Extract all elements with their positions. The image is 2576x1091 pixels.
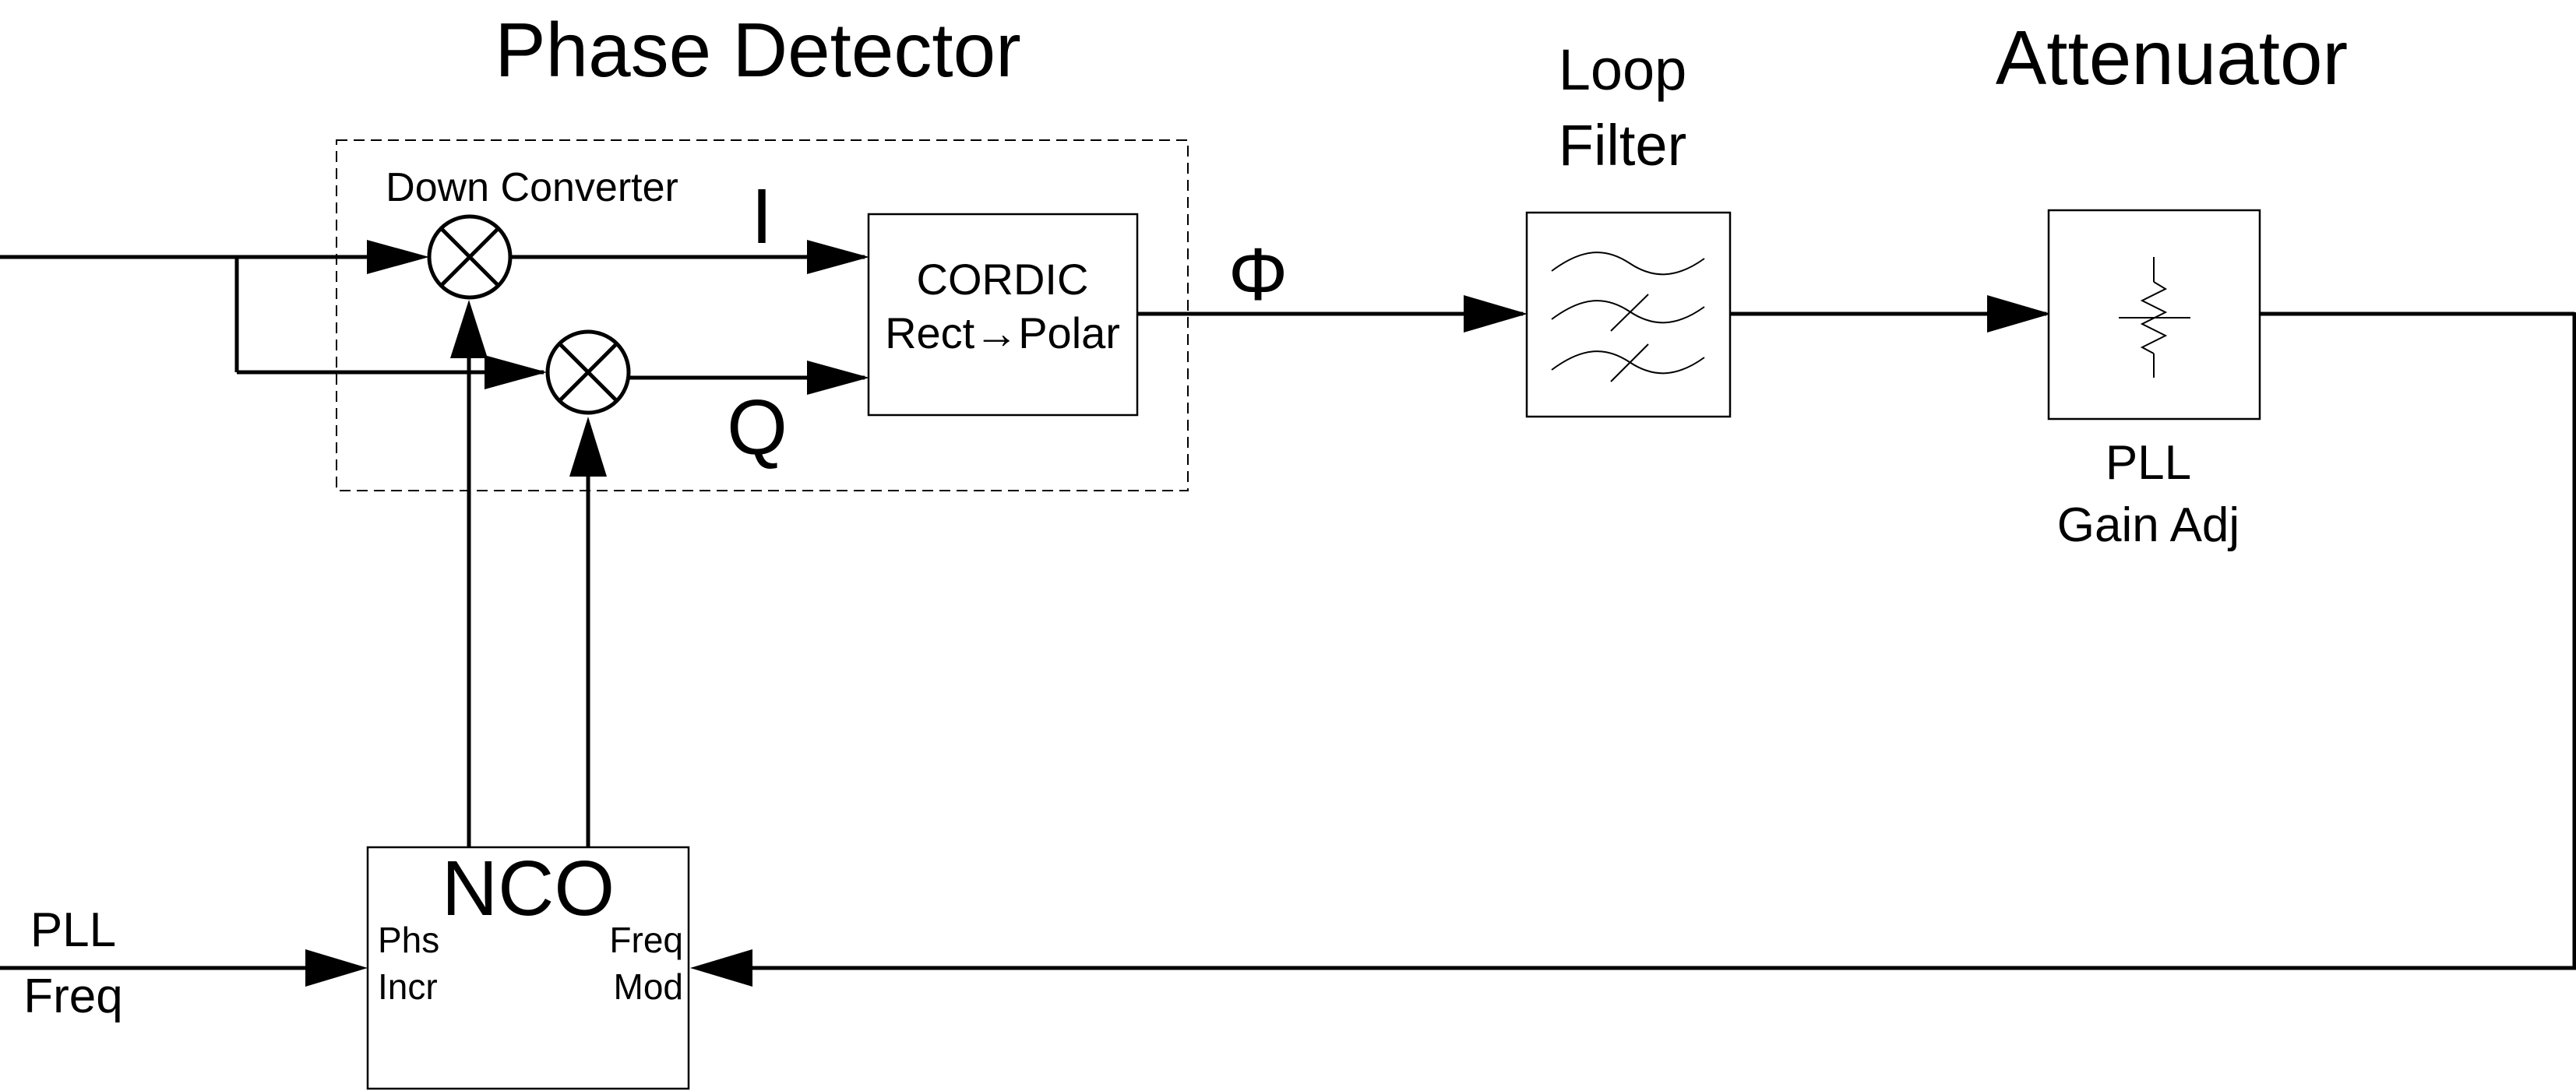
arrow-i-into-cordic xyxy=(807,240,869,274)
pll-freq-label-line2: Freq xyxy=(23,970,122,1023)
nco-label: NCO xyxy=(442,845,615,932)
q-label: Q xyxy=(727,384,788,471)
nco-block xyxy=(366,846,690,1090)
down-converter-label: Down Converter xyxy=(386,165,678,210)
variable-resistor-icon xyxy=(2119,257,2190,378)
cordic-label-line2: Rect→Polar xyxy=(885,308,1120,357)
nco-phs-label: Phs xyxy=(378,920,439,960)
arrow-q-into-cordic xyxy=(807,361,869,395)
arrow-up-to-upper-mixer xyxy=(450,300,488,358)
arrow-into-nco-freq-mod xyxy=(690,949,752,987)
nco-mod-label: Mod xyxy=(614,966,683,1007)
loop-filter-title-line1: Loop xyxy=(1559,37,1687,102)
arrow-up-to-lower-mixer xyxy=(569,417,607,477)
arrow-phi-into-filter xyxy=(1464,295,1528,333)
loop-filter-title-line2: Filter xyxy=(1559,113,1686,178)
arrow-into-upper-mixer xyxy=(367,240,429,274)
arrow-into-attenuator xyxy=(1987,295,2051,333)
lower-mixer xyxy=(545,329,631,415)
attenuator-title: Attenuator xyxy=(1996,15,2348,100)
attenuator-block xyxy=(2047,209,2261,421)
phase-detector-title: Phase Detector xyxy=(495,7,1020,93)
nco-incr-label: Incr xyxy=(378,966,438,1007)
pll-gain-adj-label-line1: PLL xyxy=(2106,436,2191,490)
filter-symbol-icon xyxy=(1551,252,1705,382)
phase-detector-boundary xyxy=(336,139,1189,491)
cordic-block xyxy=(867,213,1139,417)
pll-freq-label-line1: PLL xyxy=(30,903,116,957)
i-label: I xyxy=(751,173,773,260)
nco-freq-label: Freq xyxy=(609,920,683,960)
pll-gain-adj-label-line2: Gain Adj xyxy=(2057,498,2239,552)
phi-label: Φ xyxy=(1228,233,1288,316)
arrow-into-lower-mixer xyxy=(485,355,547,389)
arrow-into-nco-phs-incr xyxy=(305,949,368,987)
cordic-label-line1: CORDIC xyxy=(917,255,1089,304)
upper-mixer xyxy=(427,214,513,300)
